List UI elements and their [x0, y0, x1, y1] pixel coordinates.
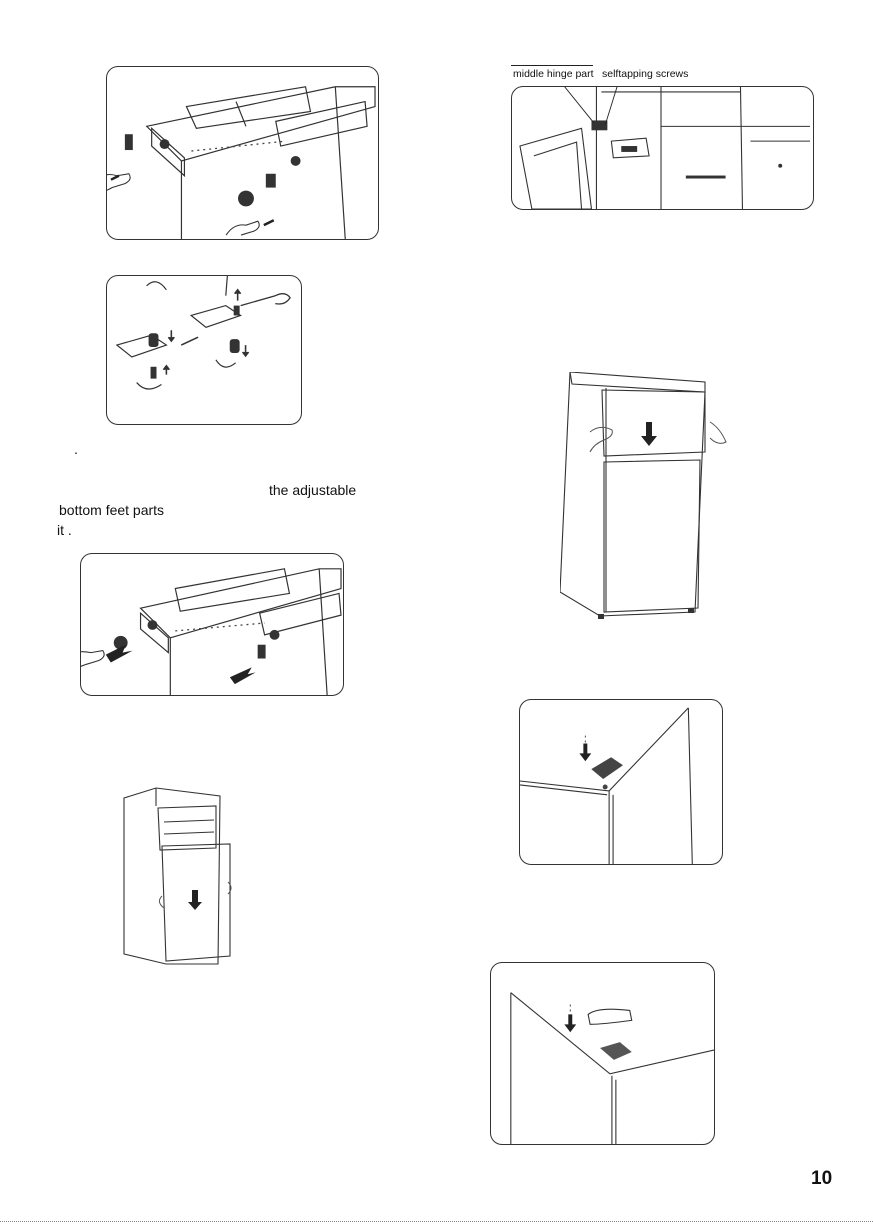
figure-swap-feet: [106, 275, 302, 425]
down-arrow-icon: [579, 743, 591, 761]
figure-hinge-cover: [490, 962, 715, 1145]
figure-middle-hinge: [511, 86, 814, 210]
figure-lower-door-fridge-drawing: [120, 786, 252, 966]
figure-remove-hinges-drawing: [107, 67, 378, 239]
figure-middle-hinge-drawing: [512, 87, 813, 209]
figure-refit-freezer-door-drawing: [560, 372, 740, 622]
footer-rule: [0, 1221, 873, 1222]
hand-icon: [107, 174, 259, 235]
text-bottom-feet-parts: bottom feet parts: [59, 502, 164, 518]
hand-icon: [81, 651, 104, 673]
figure-refit-freezer-door: [560, 372, 740, 622]
figure-top-hinge-drawing: [520, 700, 722, 864]
figure-lower-door-fridge: [120, 786, 252, 966]
text-it: it .: [57, 522, 72, 538]
bullet-dot: .: [74, 441, 78, 457]
down-arrow-icon: [188, 890, 202, 910]
page-number: 10: [811, 1168, 832, 1190]
figure-hinge-cover-drawing: [491, 963, 714, 1144]
figure-swap-feet-drawing: [107, 276, 301, 424]
down-arrow-icon: [641, 422, 657, 446]
wrench-icon: [241, 294, 290, 306]
down-arrow-icon: [564, 1014, 576, 1032]
figure-top-hinge: [519, 699, 723, 865]
hand-icon: [590, 422, 726, 452]
figure-reinstall-hinges-drawing: [81, 554, 343, 695]
label-line: [511, 65, 593, 66]
label-selftapping-screws: selftapping screws: [602, 68, 688, 80]
label-middle-hinge-part: middle hinge part: [513, 68, 594, 80]
text-the-adjustable: the adjustable: [269, 482, 356, 498]
figure-remove-hinges: [106, 66, 379, 240]
figure-reinstall-hinges: [80, 553, 344, 696]
